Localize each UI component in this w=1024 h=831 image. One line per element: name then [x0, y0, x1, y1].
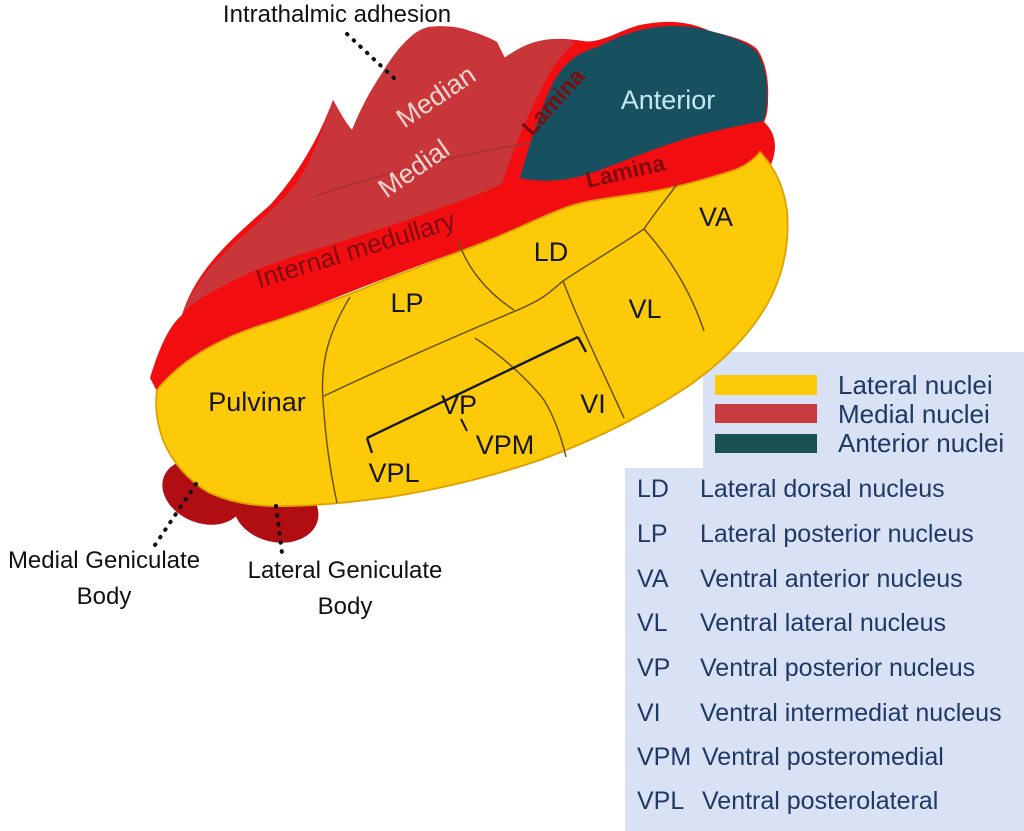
legend-swatch-anterior — [715, 434, 817, 453]
vl-label: VL — [628, 294, 661, 324]
vp-bracket-line — [365, 335, 588, 454]
va-label: VA — [699, 202, 733, 232]
abbrev-vpm-name: Ventral posteromedial — [702, 743, 944, 771]
intrathalamic-dotted-line — [345, 32, 398, 82]
lateral-geniculate-dotted-line — [274, 504, 284, 555]
ld-label: LD — [534, 237, 569, 267]
abbrev-lp-name: Lateral posterior nucleus — [700, 520, 974, 548]
medial-nuclei-region — [182, 26, 575, 315]
anterior-nuclei-region — [520, 26, 768, 181]
legend-label-anterior: Anterior nuclei — [838, 428, 1004, 458]
abbrev-vi-name: Ventral intermediat nucleus — [700, 699, 1002, 727]
abbrev-vp: VP — [637, 654, 670, 682]
abbrev-vpm: VPM — [637, 743, 691, 771]
abbrev-vpl: VPL — [637, 787, 684, 815]
vpm-label: VPM — [476, 430, 535, 460]
abbrev-vp-name: Ventral posterior nucleus — [700, 654, 975, 682]
lp-ld-divider-line — [457, 239, 515, 311]
legend-label-lateral: Lateral nuclei — [838, 370, 993, 400]
anterior-label: Anterior — [621, 85, 716, 115]
intrathalamic-adhesion-label: Intrathalmic adhesion — [223, 1, 451, 28]
vp-label: VP — [441, 390, 477, 420]
median-medial-separator-line — [314, 139, 549, 197]
medial-geniculate-label-line2: Body — [77, 583, 132, 610]
legend-swatch-medial — [715, 404, 817, 423]
vp-pointer-line — [460, 418, 468, 432]
abbrev-vpl-name: Ventral posterolateral — [702, 787, 938, 815]
abbrev-lp: LP — [637, 520, 668, 548]
dorsal-ventral-divider-line — [323, 228, 645, 397]
legend-label-medial: Medial nuclei — [838, 399, 990, 429]
va-vl-divider-line — [643, 228, 705, 332]
medial-geniculate-label-line1: Medial Geniculate — [8, 547, 200, 574]
lp-label: LP — [390, 288, 423, 318]
abbrev-ld: LD — [637, 475, 669, 503]
abbrev-vl-name: Ventral lateral nucleus — [700, 609, 946, 637]
lateral-geniculate-label-line2: Body — [318, 593, 373, 620]
vpl-label: VPL — [368, 458, 419, 488]
medial-geniculate-dotted-line — [151, 482, 198, 550]
vl-vi-divider-line — [562, 280, 625, 419]
vpm-vi-divider-line — [474, 337, 567, 458]
legend-swatch-lateral — [715, 375, 817, 395]
vi-label: VI — [580, 389, 606, 419]
lateral-geniculate-label-line1: Lateral Geniculate — [248, 557, 443, 584]
va-left-divider-line — [643, 182, 679, 230]
abbrev-ld-name: Lateral dorsal nucleus — [700, 475, 945, 503]
abbrev-va: VA — [637, 565, 669, 593]
pulvinar-boundary-line — [321, 296, 351, 504]
abbrev-vl: VL — [637, 609, 668, 637]
pulvinar-label: Pulvinar — [208, 387, 306, 417]
abbrev-vi: VI — [637, 699, 661, 727]
abbreviation-panel — [625, 468, 1024, 831]
abbrev-va-name: Ventral anterior nucleus — [700, 565, 963, 593]
